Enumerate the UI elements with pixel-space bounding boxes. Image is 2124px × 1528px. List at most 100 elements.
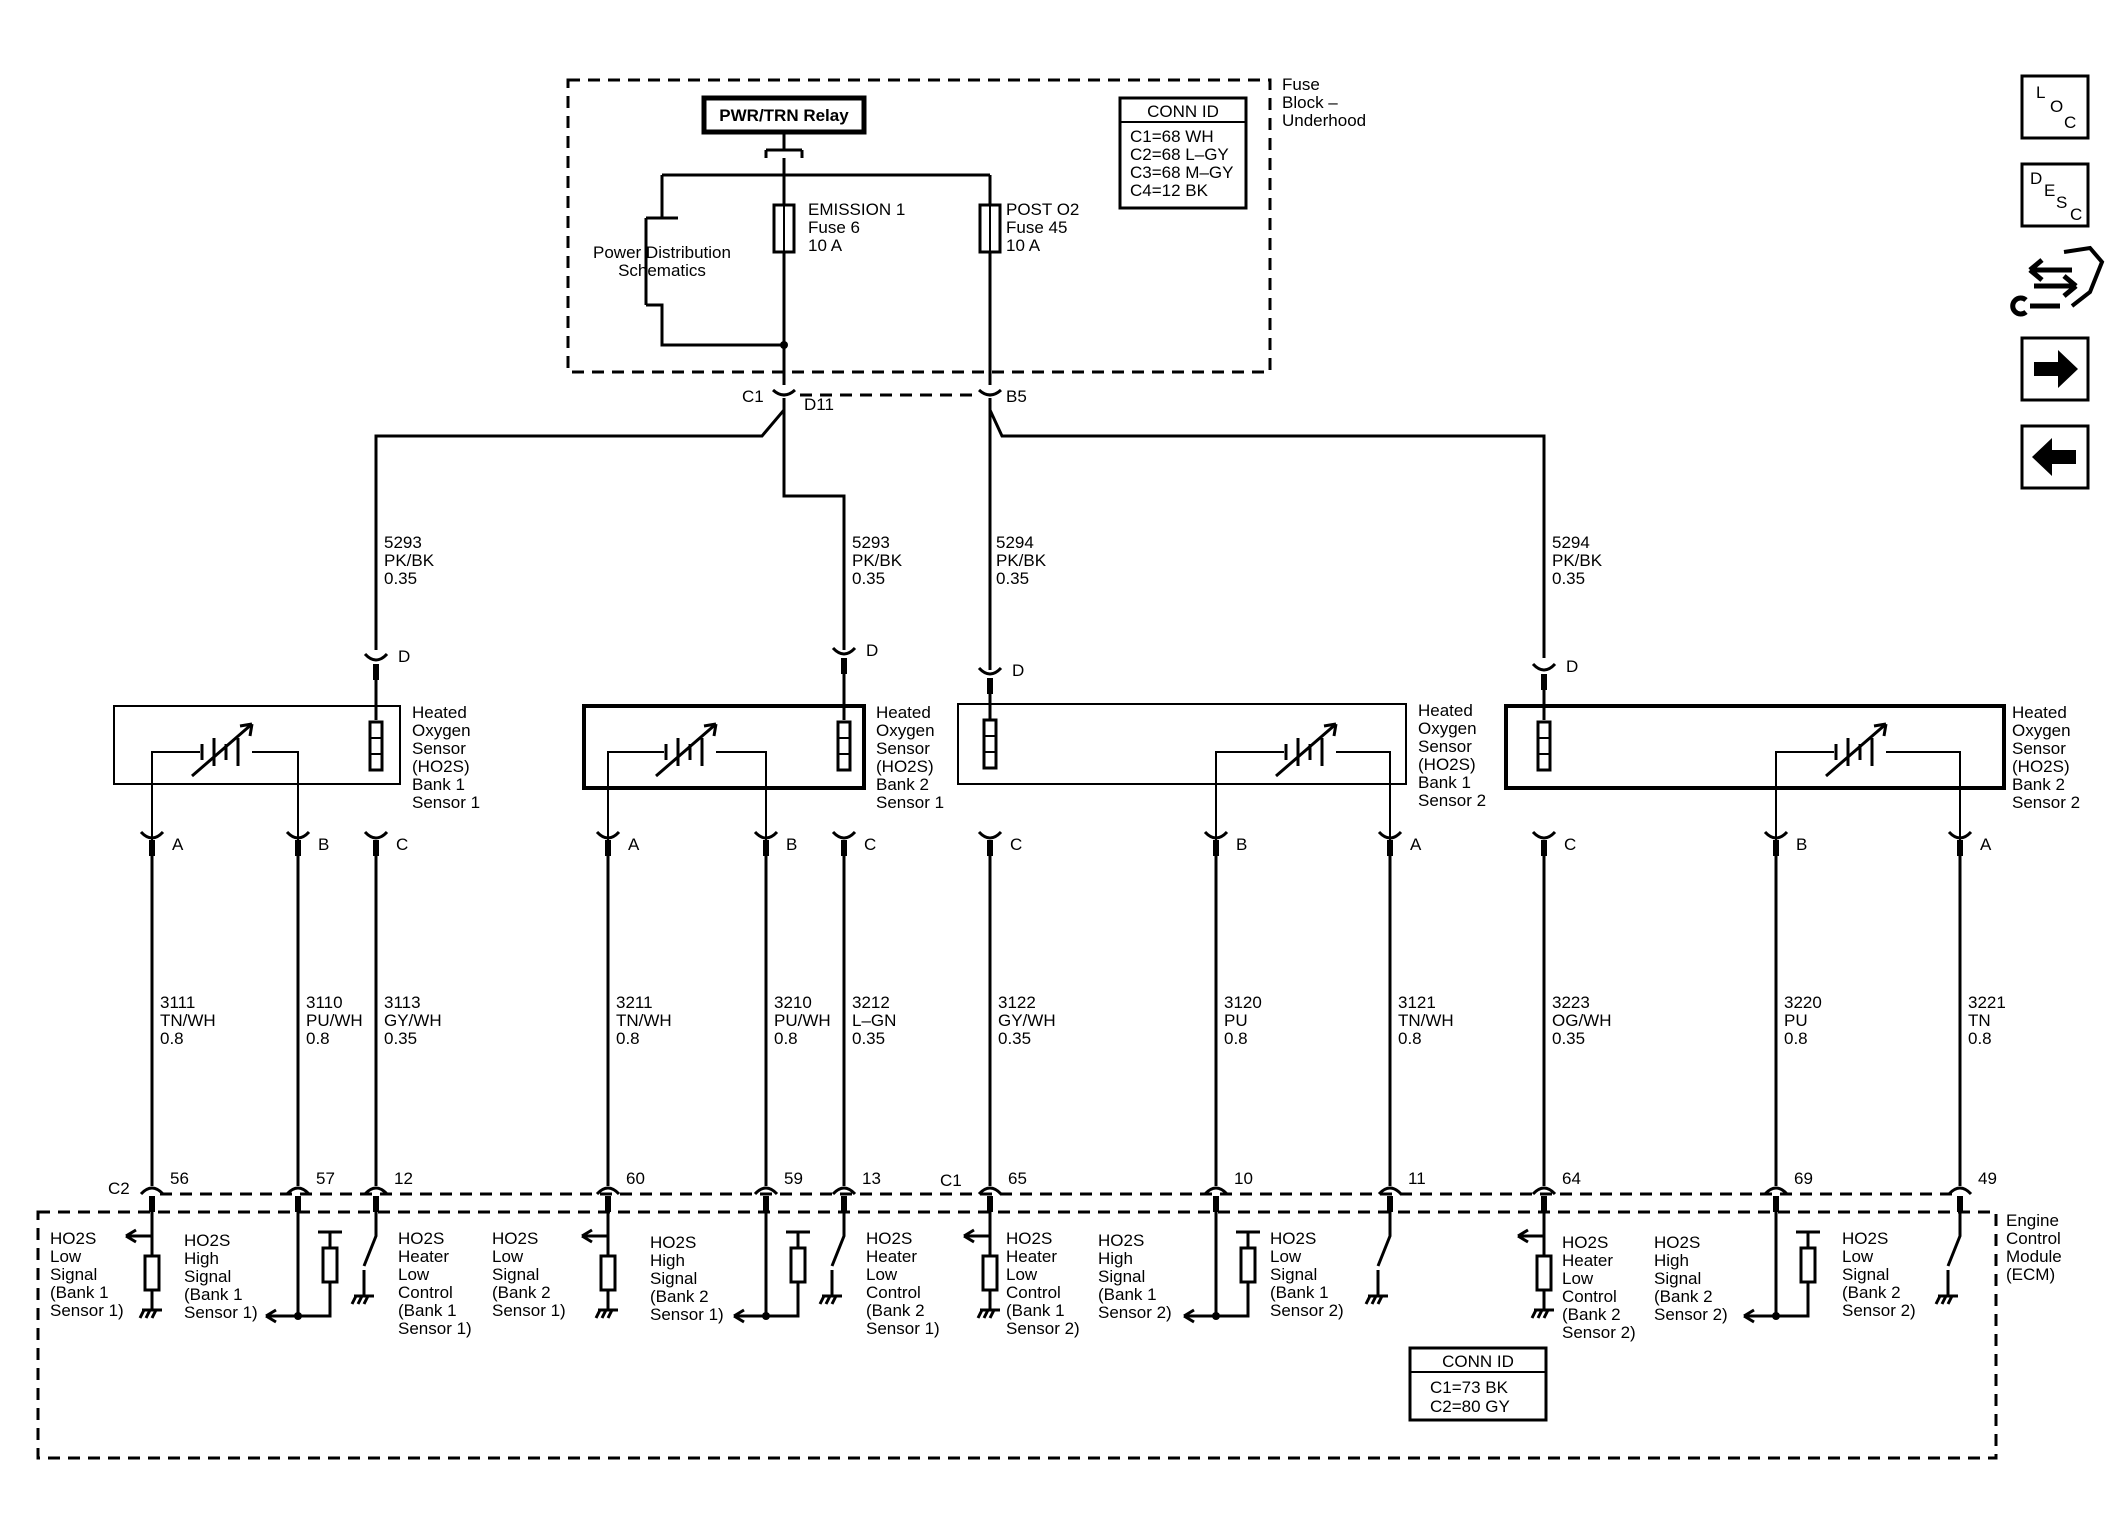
loc-button-frame[interactable]: [2020, 74, 2090, 140]
supply-wire-4-color: PK/BK: [1552, 551, 1603, 570]
power-distribution-label-line-2: Schematics: [618, 261, 706, 280]
sensor-bank2-sensor1: [582, 704, 866, 790]
sensor-2-label-line-2: Oxygen: [876, 721, 935, 740]
signal-wire-8-color: PU: [1224, 1011, 1248, 1030]
ecm-function-2-line-2: High: [184, 1249, 219, 1268]
ecm-7-ground-icon: [976, 1308, 1000, 1319]
ecm-1-ground-icon: [138, 1308, 162, 1319]
ecm-function-5-line-5: Sensor 1): [650, 1305, 724, 1324]
signal-wire-1-size: 0.8: [160, 1029, 184, 1048]
signal-wire-2-sensor-connector: [285, 830, 311, 840]
fuse-45-label-line-2: Fuse 45: [1006, 218, 1067, 237]
sensor-4-label-line-2: Oxygen: [2012, 721, 2071, 740]
ecm-10-arrow-left-icon: [1517, 1228, 1544, 1244]
signal-wire-5-ecm-connector: [753, 1186, 779, 1196]
ecm-5-splice: [762, 1312, 770, 1320]
signal-wire-12-ecm-connector: [1947, 1186, 1973, 1196]
connector-end-view-button[interactable]: [2010, 245, 2105, 317]
ecm-function-10-line-5: (Bank 2: [1562, 1305, 1621, 1324]
signal-wire-10-color: OG/WH: [1552, 1011, 1612, 1030]
terminal-d11-label: D11: [804, 395, 834, 414]
signal-wire-9-ecm-connector: [1377, 1186, 1403, 1196]
ecm-11-arrow-left-icon: [1743, 1308, 1755, 1324]
signal-wire-12-sensor-pin: A: [1980, 835, 1992, 854]
signal-wire-10-ecm-pin: 64: [1562, 1169, 1581, 1188]
connector-b5: [977, 388, 1003, 397]
loc-button[interactable]: L O C: [2020, 74, 2090, 140]
ecm-function-3-line-3: Low: [398, 1265, 430, 1284]
sensor-3-label-line-1: Heated: [1418, 701, 1473, 720]
next-button[interactable]: [2020, 336, 2090, 402]
ecm-8-arrow-left-icon: [1183, 1308, 1195, 1324]
arrow-left-icon: [2032, 438, 2076, 476]
signal-wire-12-sensor-connector: [1947, 830, 1973, 840]
sensor-4-label-line-6: Sensor 2: [2012, 793, 2080, 812]
ecm-5-pullup: [766, 1230, 810, 1318]
signal-wire-1-color: TN/WH: [160, 1011, 216, 1030]
signal-wire-9-color: TN/WH: [1398, 1011, 1454, 1030]
signal-wire-3-sensor-connector: [363, 830, 389, 840]
supply-wire-1-color: PK/BK: [384, 551, 435, 570]
desc-button[interactable]: D E S C: [2020, 162, 2090, 228]
signal-wire-7-size: 0.35: [998, 1029, 1031, 1048]
ecm-label-line-2: Control: [2006, 1229, 2061, 1248]
sensor-1-label-line-2: Oxygen: [412, 721, 471, 740]
signal-wire-6-circuit: 3212: [852, 993, 890, 1012]
ecm-label-line-1: Engine: [2006, 1211, 2059, 1230]
fuse-block-label-line-3: Underhood: [1282, 111, 1366, 130]
signal-wires: A563111TN/WH0.8B573110PU/WH0.8C123113GY/…: [139, 830, 2006, 1212]
ecm-function-9-line-3: Signal: [1270, 1265, 1317, 1284]
desc-letter-e: E: [2044, 181, 2055, 200]
ecm-function-1-line-2: Low: [50, 1247, 82, 1266]
signal-wire-6-ecm-connector: [831, 1186, 857, 1196]
ecm-10-ground-icon: [1530, 1308, 1554, 1319]
signal-wire-9-size: 0.8: [1398, 1029, 1422, 1048]
sensor-2-connector-d: [831, 646, 857, 656]
ecm-connector-c2-label: C2: [108, 1179, 130, 1198]
ecm-1-resistor: [143, 1254, 161, 1292]
sensor-1-label-line-5: Bank 1: [412, 775, 465, 794]
ecm-9-driver-switch: [1376, 1212, 1392, 1296]
signal-wire-2-ecm-pin: 57: [316, 1169, 335, 1188]
sensor-3-label-line-4: (HO2S): [1418, 755, 1476, 774]
ecm-11-high-feed: [1744, 1212, 1778, 1318]
signal-wire-11-sensor-connector: [1763, 830, 1789, 840]
ecm-function-5-line-3: Signal: [650, 1269, 697, 1288]
signal-wire-5-color: PU/WH: [774, 1011, 831, 1030]
previous-button[interactable]: [2020, 424, 2090, 490]
sensor-2-label-line-6: Sensor 1: [876, 793, 944, 812]
ecm-function-2-line-1: HO2S: [184, 1231, 230, 1250]
ecm-function-3-line-6: Sensor 1): [398, 1319, 472, 1338]
signal-wire-11-size: 0.8: [1784, 1029, 1808, 1048]
supply-wire-1-circuit: 5293: [384, 533, 422, 552]
signal-wire-10-sensor-connector: [1531, 830, 1557, 840]
signal-wire-11-ecm-connector: [1763, 1186, 1789, 1196]
signal-wire-9-sensor-pin: A: [1410, 835, 1422, 854]
fuse-block-label-line-2: Block –: [1282, 93, 1338, 112]
ecm-function-4-line-5: Sensor 1): [492, 1301, 566, 1320]
sensor-2-label-line-3: Sensor: [876, 739, 930, 758]
ecm-function-10-line-2: Heater: [1562, 1251, 1613, 1270]
signal-wire-2-circuit: 3110: [306, 993, 343, 1012]
ecm-function-9-line-2: Low: [1270, 1247, 1302, 1266]
ecm-function-3-line-1: HO2S: [398, 1229, 444, 1248]
signal-wire-11-sensor-pin: B: [1796, 835, 1807, 854]
fuse-6-label-line-1: EMISSION 1: [808, 200, 905, 219]
ecm-function-7-line-2: Heater: [1006, 1247, 1057, 1266]
signal-wire-8-sensor-pin: B: [1236, 835, 1247, 854]
fuse-block-underhood: Fuse Block – Underhood PWR/TRN Relay Pow…: [566, 75, 1366, 414]
ecm-10-resistor: [1535, 1254, 1553, 1292]
fuse-block-label-line-1: Fuse: [1282, 75, 1320, 94]
sensor-4-cell: [1834, 738, 1874, 766]
ecm-4-resistor: [599, 1254, 617, 1292]
sensor-1-variable-arrow: [191, 722, 254, 778]
fuse-block-conn-c1: C1=68 WH: [1130, 127, 1214, 146]
sensor-b2s2-box: [1504, 704, 2006, 790]
sensor-4-connector-d: [1531, 662, 1557, 672]
ecm-function-7-line-3: Low: [1006, 1265, 1038, 1284]
power-distribution-feed: [644, 175, 784, 347]
desc-button-frame[interactable]: [2020, 162, 2090, 228]
supply-wire-3-size: 0.35: [996, 569, 1029, 588]
sensor-3-pin-d-label: D: [1012, 661, 1024, 680]
sensor-2-heater-element: [836, 720, 852, 772]
